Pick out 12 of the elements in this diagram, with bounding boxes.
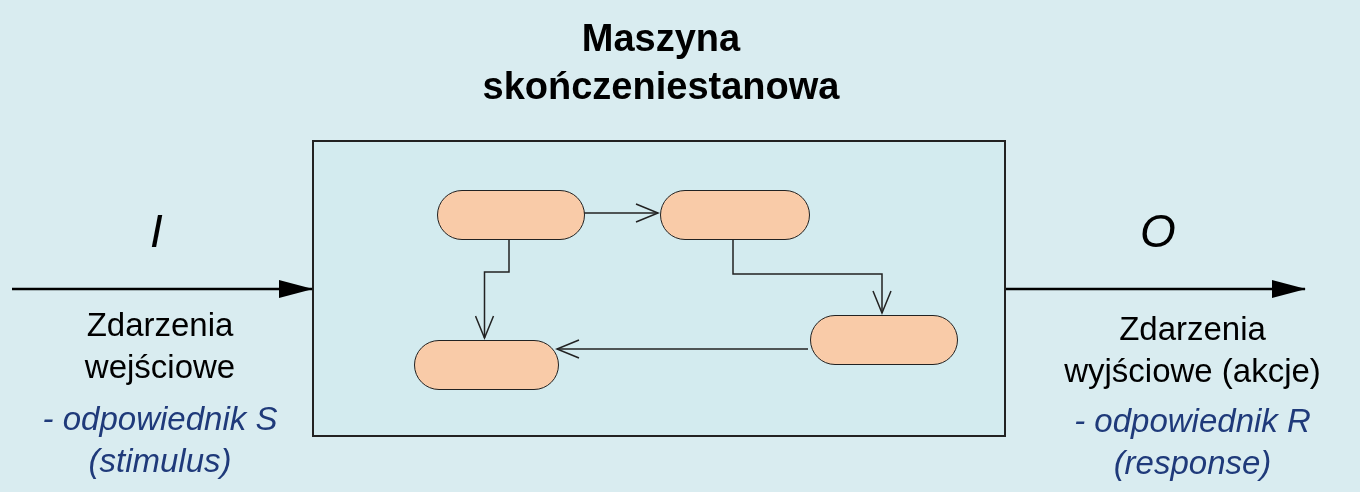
arrow: [12, 280, 313, 298]
machine-title: Maszyna skończeniestanowa: [481, 16, 841, 109]
state-box: [437, 190, 585, 240]
state-box: [414, 340, 559, 390]
description-text: - odpowiednik S (stimulus): [41, 399, 279, 481]
description-text: - odpowiednik R (response): [1073, 401, 1312, 483]
state-box: [810, 315, 958, 365]
event-label: Zdarzenia wyjściowe (akcje): [1063, 309, 1322, 391]
arrow: [1006, 280, 1306, 298]
arrow: [556, 339, 809, 359]
event-label: Zdarzenia wejściowe: [83, 305, 237, 387]
state-box: [660, 190, 810, 240]
